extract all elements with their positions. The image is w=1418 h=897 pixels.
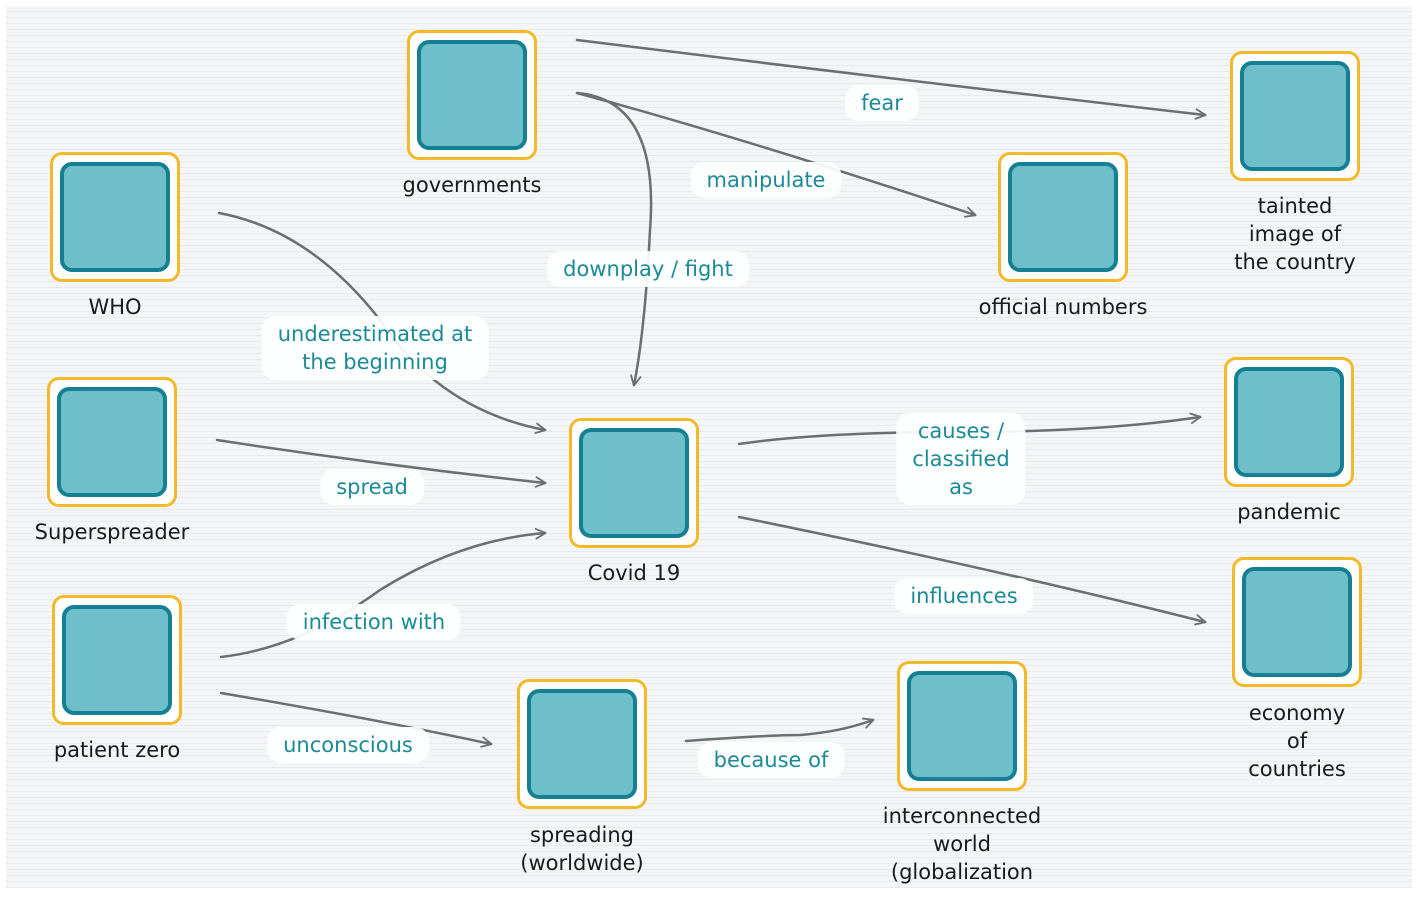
node-economy[interactable] (1232, 557, 1362, 687)
node-spreading-box (527, 689, 637, 799)
node-pandemic[interactable] (1224, 357, 1354, 487)
edge-label-influences[interactable]: influences (894, 578, 1034, 614)
edge-spread-arrow (215, 438, 547, 488)
canvas-background (6, 6, 1412, 888)
edge-manipulate-arrow (575, 91, 977, 218)
node-label-tainted-image: tainted image of the country (1234, 194, 1356, 274)
node-label-who: WHO (88, 295, 142, 319)
edge-downplay-fight-arrow (575, 91, 653, 387)
node-covid19-box (579, 428, 689, 538)
node-superspreader[interactable] (47, 377, 177, 507)
node-spreading[interactable] (517, 679, 647, 809)
node-label-economy: economy of countries (1248, 701, 1346, 781)
node-governments[interactable] (407, 30, 537, 160)
node-who[interactable] (50, 152, 180, 282)
node-who-box (60, 162, 170, 272)
edge-label-fear[interactable]: fear (845, 85, 919, 121)
node-covid19[interactable] (569, 418, 699, 548)
node-patient-zero[interactable] (52, 595, 182, 725)
edge-unconscious-arrow (219, 691, 493, 748)
node-label-official-numbers: official numbers (978, 295, 1148, 319)
edge-label-spread[interactable]: spread (320, 469, 424, 505)
edge-label-underestimated[interactable]: underestimated at the beginning (261, 316, 489, 380)
node-pandemic-box (1234, 367, 1344, 477)
node-superspreader-box (57, 387, 167, 497)
node-label-interconnected: interconnected world (globalization (882, 804, 1042, 884)
node-interconnected[interactable] (897, 661, 1027, 791)
edge-infection-with-arrow (219, 528, 547, 659)
node-tainted-image[interactable] (1230, 51, 1360, 181)
node-tainted-image-box (1240, 61, 1350, 171)
node-official-numbers-box (1008, 162, 1118, 272)
node-label-covid19: Covid 19 (587, 561, 681, 585)
edge-label-unconscious[interactable]: unconscious (267, 727, 429, 763)
edge-because-of-arrow (684, 717, 875, 743)
node-label-superspreader: Superspreader (34, 520, 190, 544)
node-label-patient-zero: patient zero (53, 738, 181, 762)
node-label-pandemic: pandemic (1237, 500, 1341, 524)
edge-label-causes-classified-as[interactable]: causes / classified as (896, 413, 1026, 505)
node-patient-zero-box (62, 605, 172, 715)
edge-label-manipulate[interactable]: manipulate (690, 162, 842, 198)
edge-label-downplay-fight[interactable]: downplay / fight (547, 251, 749, 287)
node-label-spreading: spreading (worldwide) (520, 823, 644, 875)
edge-influences-arrow (737, 515, 1207, 626)
edge-label-infection-with[interactable]: infection with (286, 604, 462, 640)
edge-label-because-of[interactable]: because of (697, 742, 845, 778)
node-economy-box (1242, 567, 1352, 677)
node-official-numbers[interactable] (998, 152, 1128, 282)
node-label-governments: governments (402, 173, 542, 197)
node-interconnected-box (907, 671, 1017, 781)
node-governments-box (417, 40, 527, 150)
edge-fear-arrow (575, 38, 1207, 120)
